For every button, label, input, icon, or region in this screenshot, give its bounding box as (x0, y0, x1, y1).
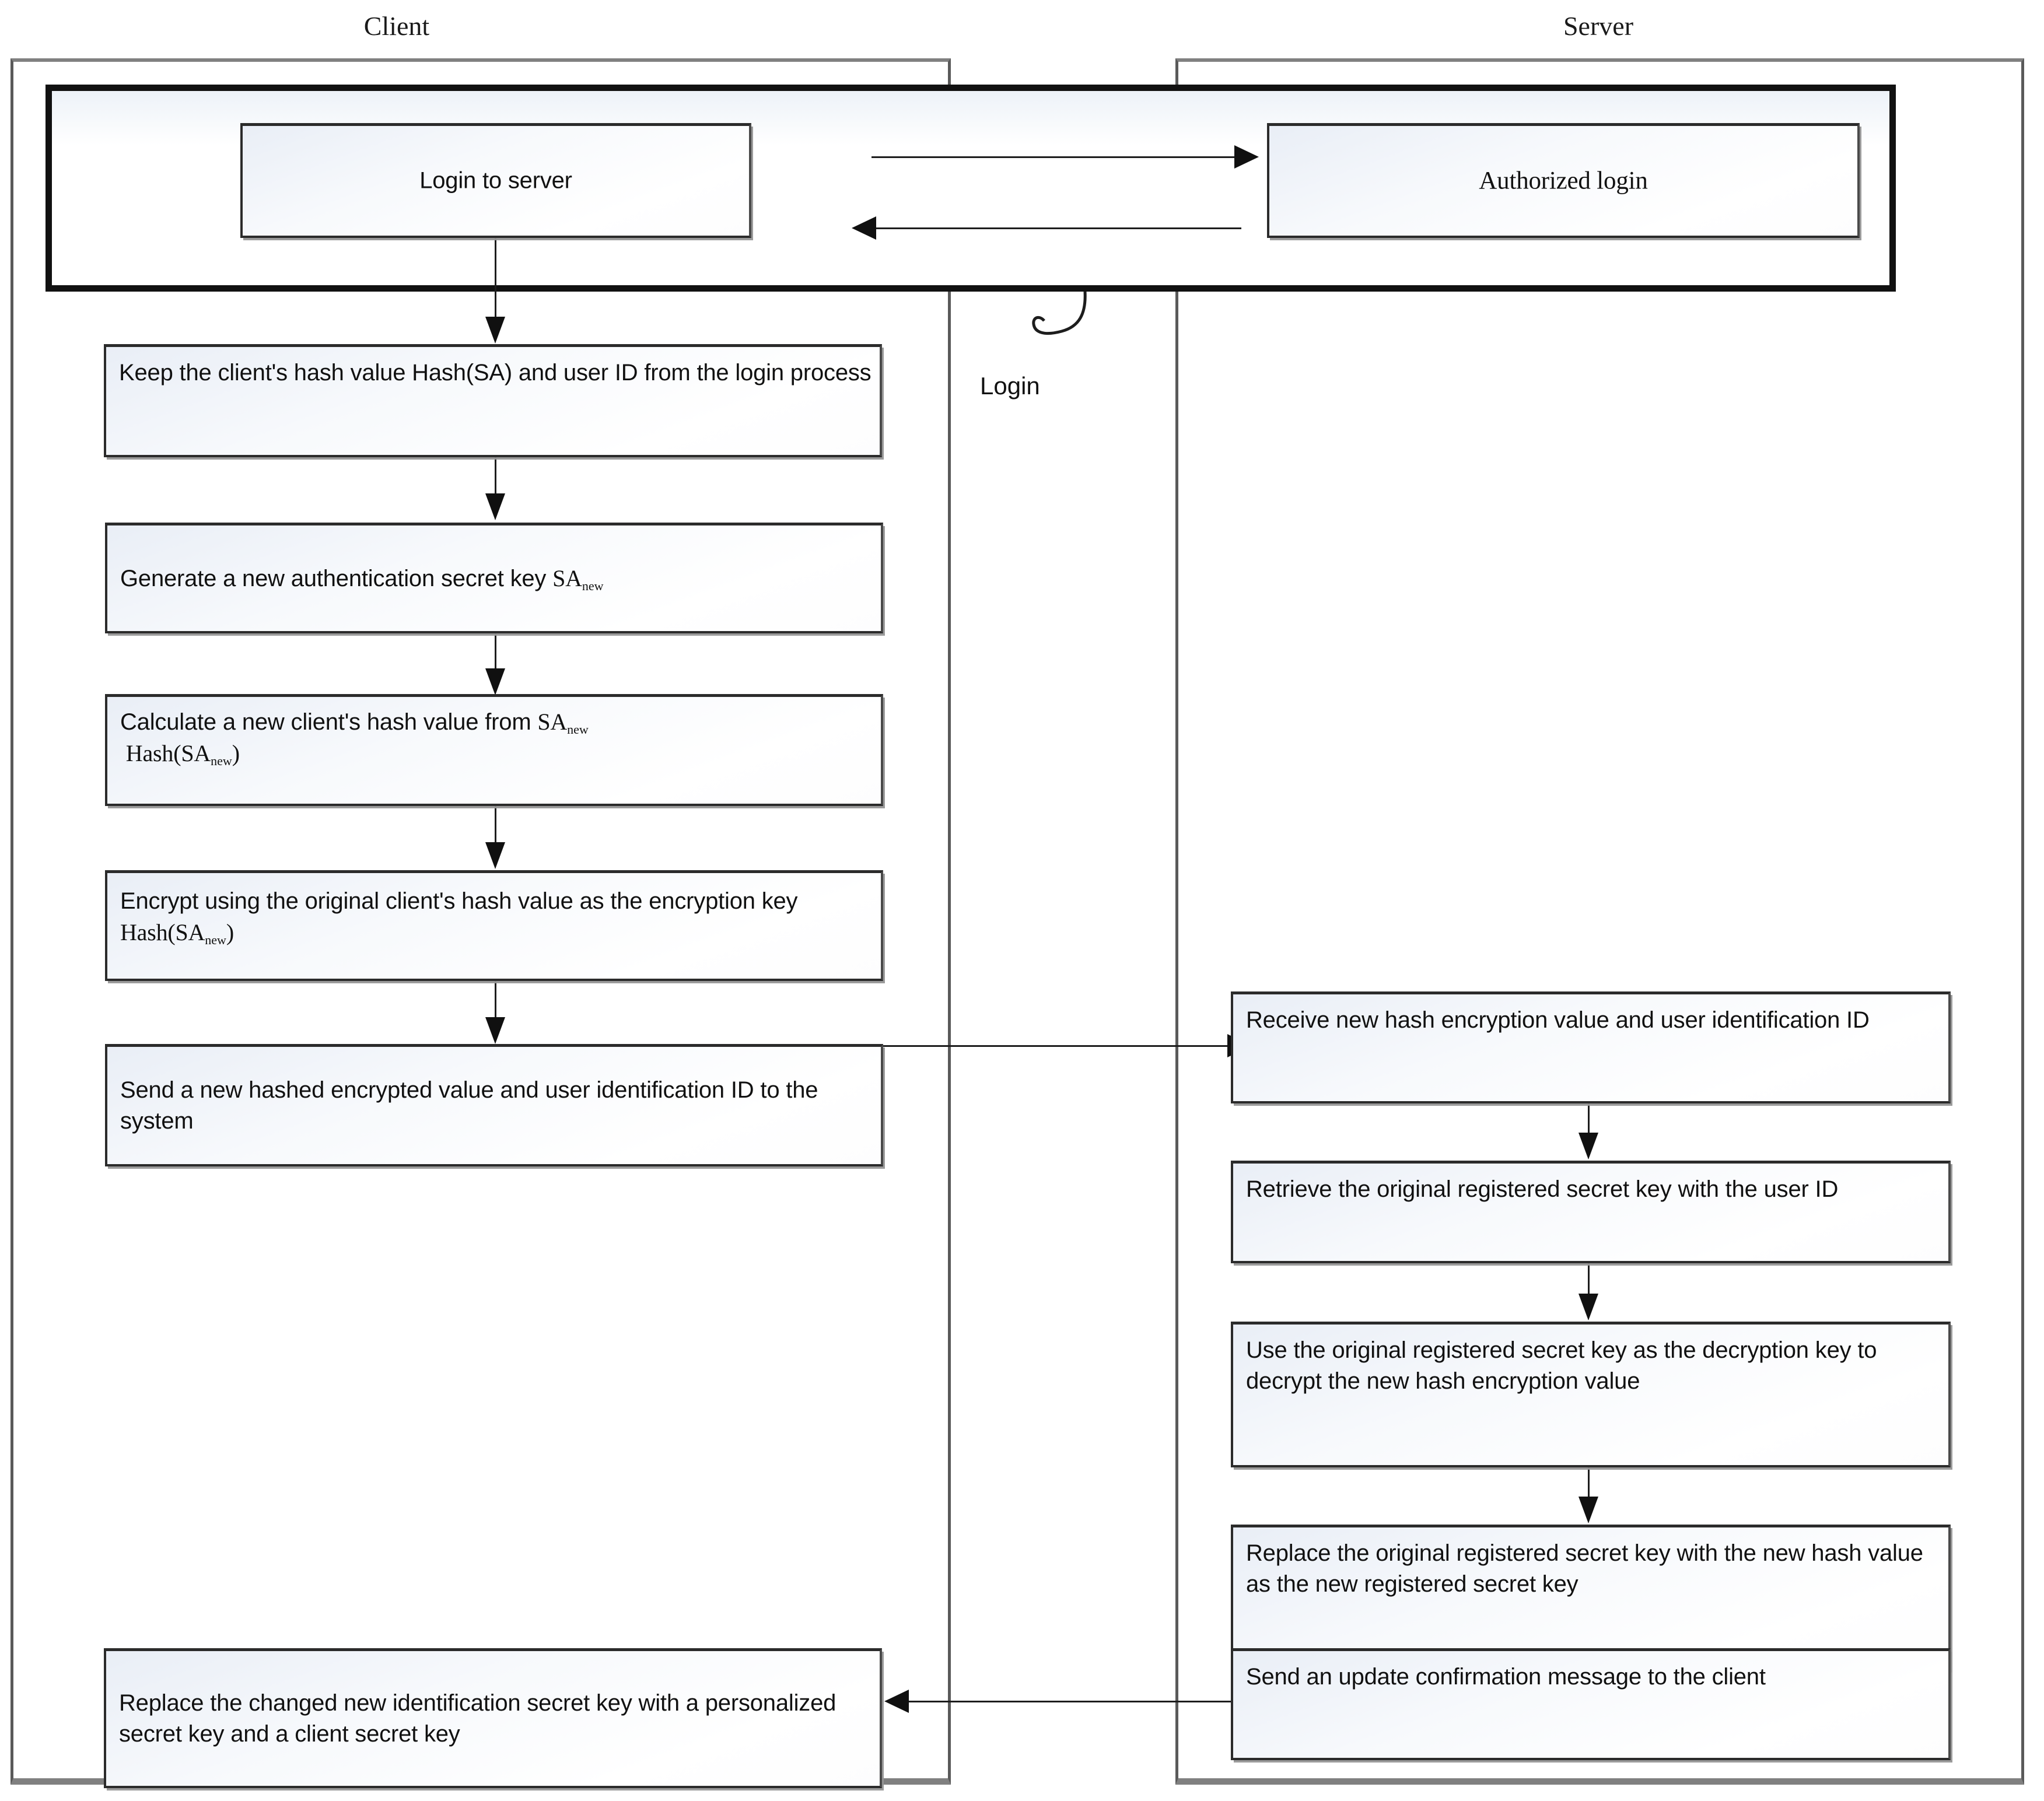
login-group-box (46, 85, 1896, 292)
connector-retrieve-to-decrypt-arrowhead (1578, 1294, 1598, 1320)
connector-login-to-keephash-arrowhead (485, 317, 505, 344)
connector-login-request-line (872, 156, 1236, 158)
process-send-value-label: Send a new hashed encrypted value and us… (120, 1077, 818, 1134)
process-send-value[interactable]: Send a new hashed encrypted value and us… (105, 1044, 883, 1166)
process-replace-server-key[interactable]: Replace the original registered secret k… (1231, 1525, 1951, 1670)
process-replace-client-key-label: Replace the changed new identification s… (119, 1690, 836, 1747)
process-retrieve-key-label: Retrieve the original registered secret … (1246, 1176, 1839, 1202)
login-callout-curve (1032, 291, 1087, 335)
connector-encrypt-to-send-line (495, 981, 496, 1017)
process-encrypt[interactable]: Encrypt using the original client's hash… (105, 870, 883, 981)
connector-encrypt-to-send-arrowhead (485, 1017, 505, 1044)
process-authorized-login-label: Authorized login (1479, 167, 1648, 195)
connector-login-response-line (875, 227, 1241, 229)
connector-calculate-to-encrypt-arrowhead (485, 842, 505, 869)
connector-keephash-to-generate-line (495, 457, 496, 493)
process-send-confirmation-label: Send an update confirmation message to t… (1246, 1664, 1766, 1690)
connector-decrypt-to-replace-line (1588, 1467, 1590, 1497)
lane-title-server: Server (1563, 11, 1634, 41)
process-keep-hash[interactable]: Keep the client's hash value Hash(SA) an… (104, 344, 882, 457)
connector-confirm-to-client-arrowhead (884, 1690, 909, 1713)
connector-retrieve-to-decrypt-line (1588, 1263, 1590, 1294)
process-replace-client-key[interactable]: Replace the changed new identification s… (104, 1648, 882, 1788)
process-receive-value[interactable]: Receive new hash encryption value and us… (1231, 991, 1951, 1103)
connector-generate-to-calculate-arrowhead (485, 668, 505, 695)
process-encrypt-label: Encrypt using the original client's hash… (120, 888, 798, 948)
login-callout-label: Login (980, 372, 1040, 400)
connector-receive-to-retrieve-line (1588, 1103, 1590, 1133)
process-keep-hash-label: Keep the client's hash value Hash(SA) an… (119, 360, 872, 386)
connector-login-response-arrowhead (852, 216, 876, 240)
connector-login-request-arrowhead (1234, 145, 1259, 169)
process-generate-key[interactable]: Generate a new authentication secret key… (105, 523, 883, 633)
process-authorized-login[interactable]: Authorized login (1267, 123, 1860, 238)
connector-calculate-to-encrypt-line (495, 806, 496, 842)
connector-confirm-to-client-line (908, 1701, 1232, 1702)
connector-login-to-keephash-line (495, 238, 496, 317)
process-receive-value-label: Receive new hash encryption value and us… (1246, 1007, 1870, 1033)
process-send-confirmation[interactable]: Send an update confirmation message to t… (1231, 1648, 1951, 1760)
connector-receive-to-retrieve-arrowhead (1578, 1133, 1598, 1159)
process-calculate-hash-label: Calculate a new client's hash value from… (120, 709, 589, 769)
process-decrypt-value[interactable]: Use the original registered secret key a… (1231, 1322, 1951, 1467)
connector-keephash-to-generate-arrowhead (485, 493, 505, 520)
connector-send-to-receive-line (882, 1045, 1228, 1047)
connector-decrypt-to-replace-arrowhead (1578, 1497, 1598, 1523)
process-retrieve-key[interactable]: Retrieve the original registered secret … (1231, 1161, 1951, 1263)
lane-title-client: Client (363, 11, 430, 41)
process-login-to-server-label: Login to server (419, 167, 572, 194)
process-login-to-server[interactable]: Login to server (240, 123, 751, 238)
process-replace-server-key-label: Replace the original registered secret k… (1246, 1540, 1923, 1597)
process-calculate-hash[interactable]: Calculate a new client's hash value from… (105, 694, 883, 806)
connector-generate-to-calculate-line (495, 633, 496, 668)
process-generate-key-label: Generate a new authentication secret key… (120, 565, 604, 593)
swimlane-server (1175, 58, 2024, 1785)
process-decrypt-value-label: Use the original registered secret key a… (1246, 1337, 1877, 1394)
